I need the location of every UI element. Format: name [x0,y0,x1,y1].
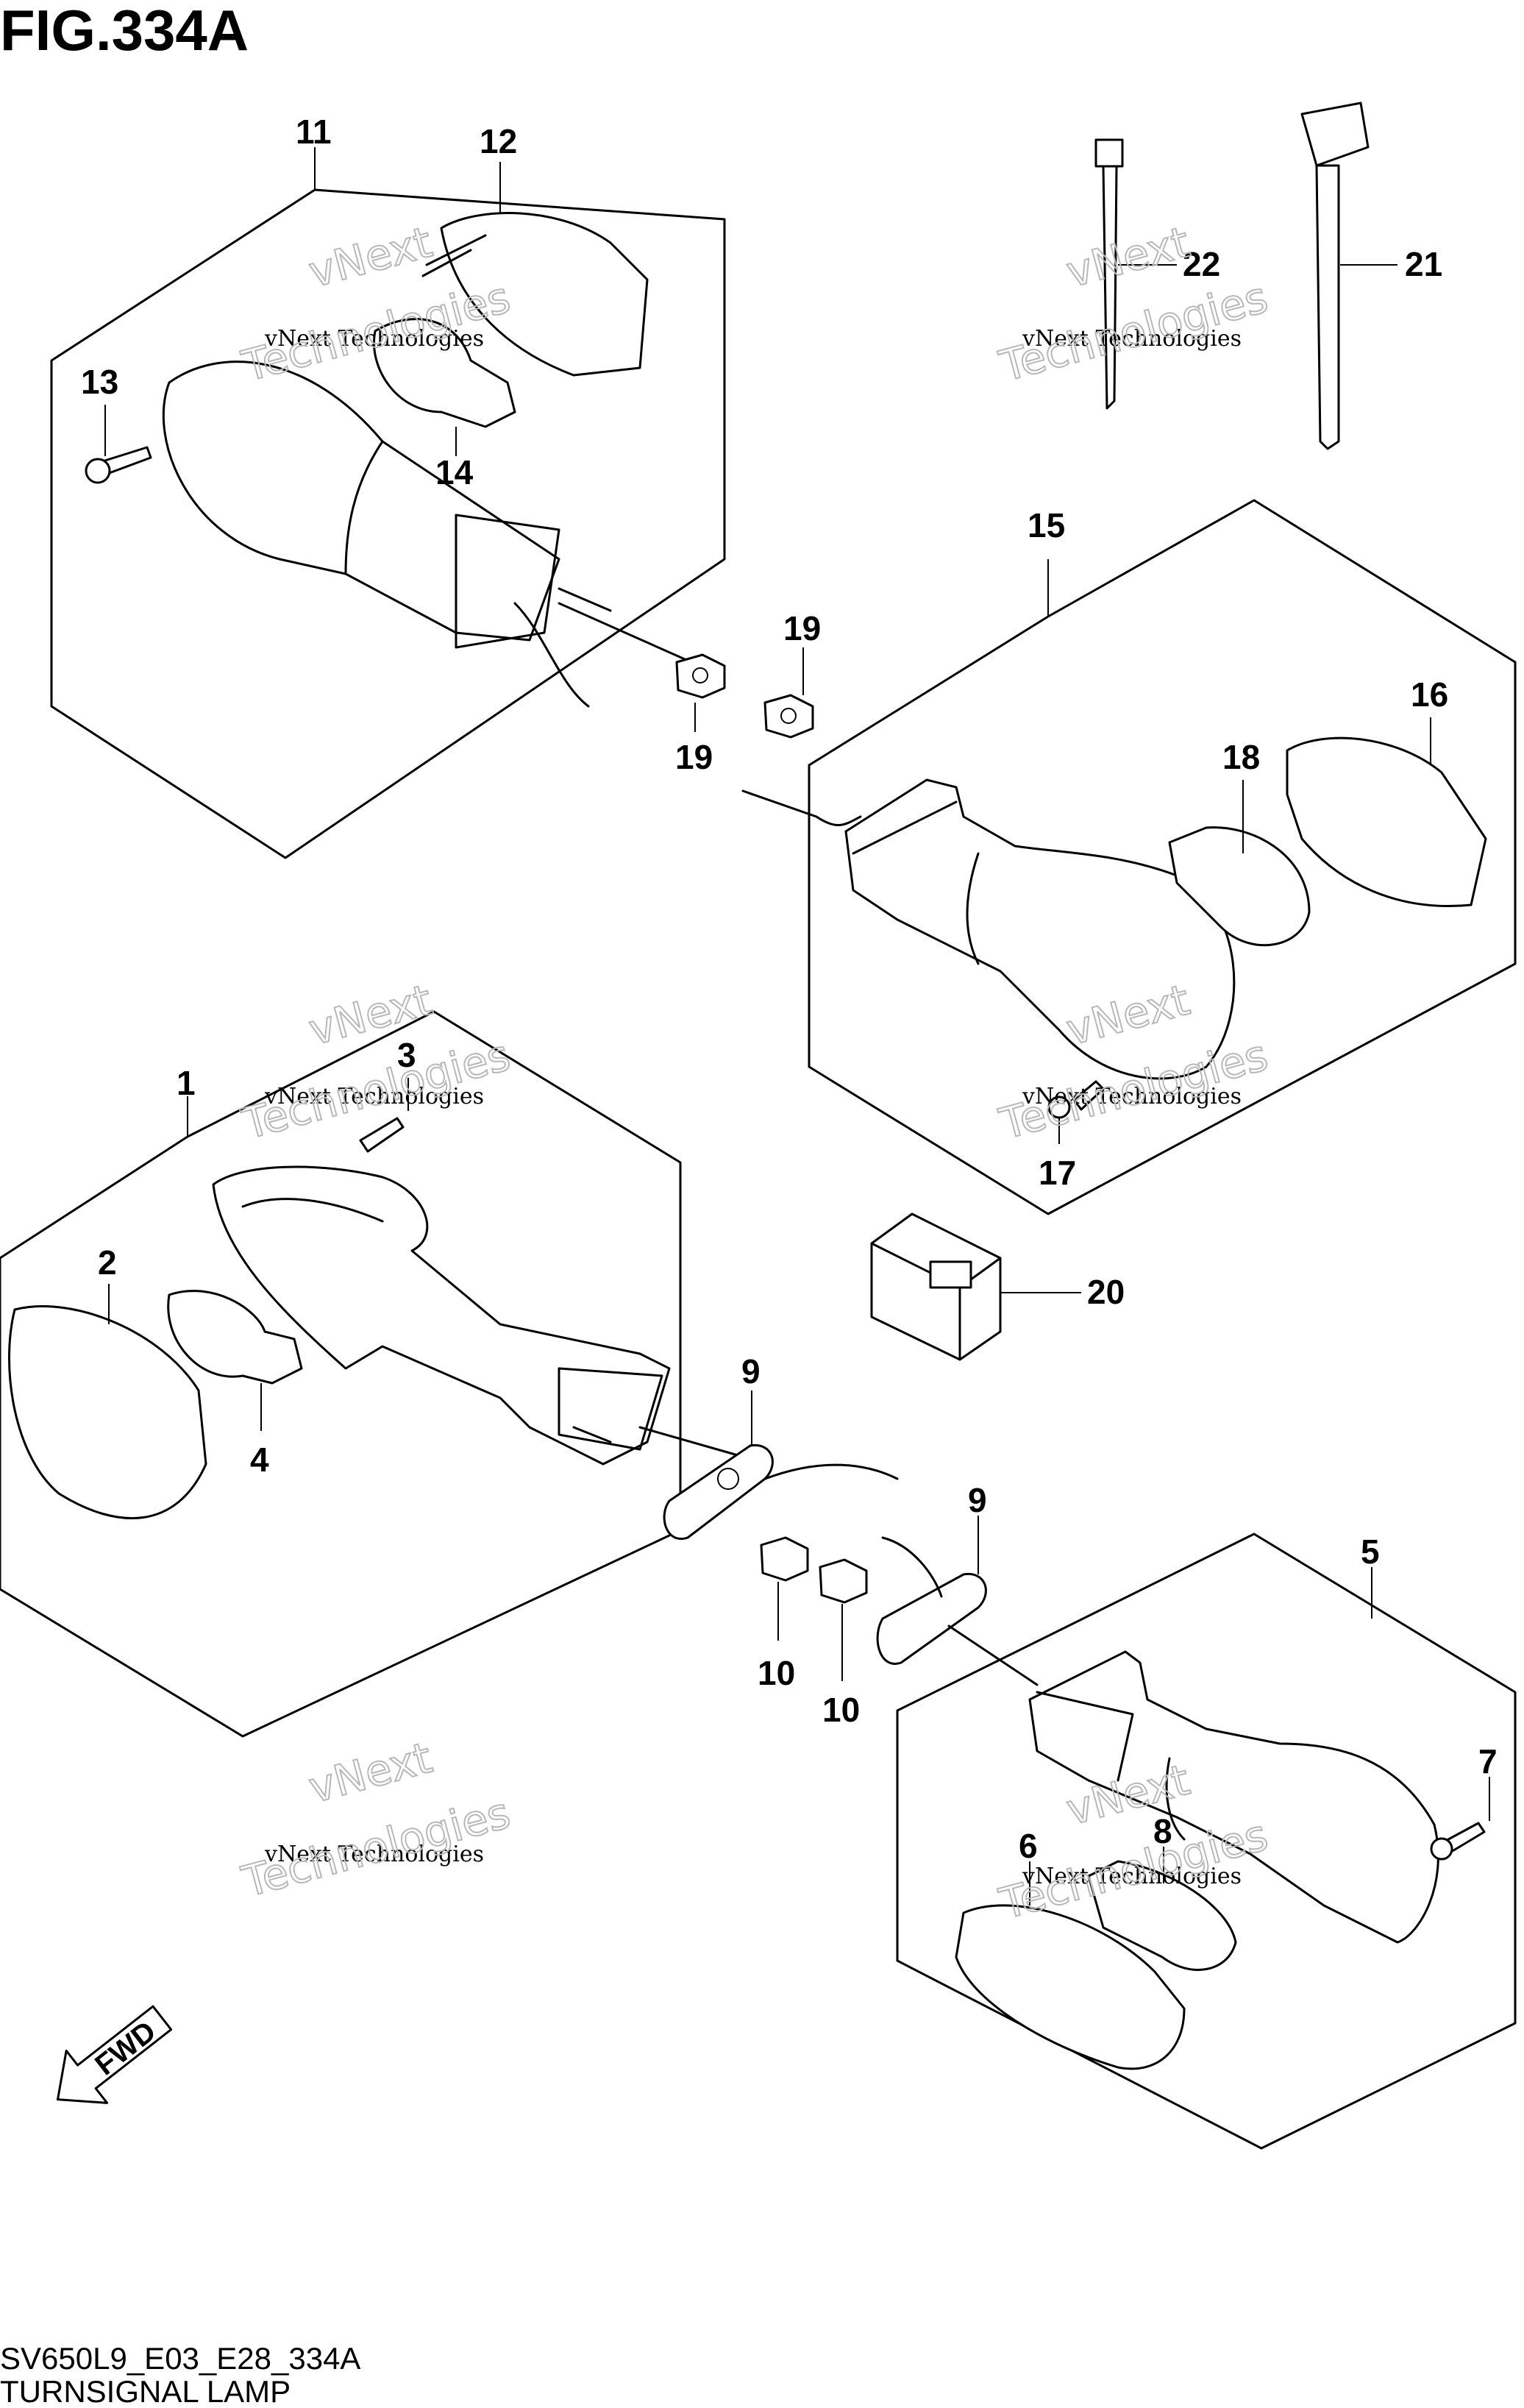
bulb-4[interactable] [167,1290,303,1385]
callout-11: 11 [296,113,332,151]
callout-1: 1 [177,1064,196,1102]
callout-22: 22 [1183,245,1220,283]
callout-20: 20 [1087,1273,1125,1311]
group-box-1 [0,1010,682,1738]
callout-12: 12 [480,122,517,160]
svg-text:vNext Technologies: vNext Technologies [1022,1084,1242,1109]
callout-10-right: 10 [822,1691,860,1729]
figure-code: SV650L9_E03_E28_334A [0,2341,360,2376]
lens-16[interactable] [1286,736,1487,908]
group-box-15 [808,499,1517,1215]
svg-text:vNext Technologies: vNext Technologies [264,1084,484,1109]
lens-12[interactable] [421,212,649,377]
callout-18: 18 [1222,738,1260,776]
turn-signal-lamp-1[interactable] [212,1165,744,1466]
watermark-bottom-left: vNext vNext Technologies Technologies [236,1732,516,1908]
svg-text:vNext Technologies: vNext Technologies [264,1841,484,1867]
callout-3: 3 [397,1036,416,1074]
cable-tie-22[interactable] [1094,138,1124,410]
callout-19-left: 19 [675,738,713,776]
callout-10-left: 10 [758,1654,795,1692]
svg-text:vNext: vNext [1061,217,1194,298]
svg-text:vNext Technologies: vNext Technologies [1022,326,1242,352]
callout-15: 15 [1028,506,1065,544]
svg-text:vNext Technologies: vNext Technologies [264,326,484,352]
callout-7: 7 [1478,1742,1498,1780]
nut-19-left[interactable] [675,653,726,699]
callout-8: 8 [1153,1812,1172,1850]
turn-signal-lamp-15[interactable] [741,778,1236,1080]
gasket-9-left[interactable] [663,1444,899,1541]
nut-10-right[interactable] [819,1558,868,1604]
lens-2[interactable] [8,1305,207,1520]
callout-16: 16 [1411,675,1448,714]
svg-text:vNext: vNext [304,1733,437,1814]
callout-13: 13 [81,363,118,401]
lens-6[interactable] [955,1904,1186,2070]
group-box-5 [896,1532,1517,2150]
callout-17: 17 [1039,1154,1076,1192]
turn-signal-relay-20[interactable] [870,1212,1002,1361]
screw-17[interactable] [1047,1080,1105,1119]
callout-21: 21 [1405,245,1442,283]
screw-3[interactable] [359,1117,405,1153]
callout-4: 4 [250,1441,269,1479]
nut-19-right[interactable] [763,694,814,739]
nut-10-left[interactable] [760,1536,809,1582]
bulb-8[interactable] [1087,1860,1237,1971]
callout-14: 14 [435,453,474,491]
svg-text:vNext: vNext [304,217,437,298]
screw-13[interactable] [85,446,152,484]
callout-6: 6 [1019,1827,1038,1865]
forward-direction-arrow: FWD [56,2005,173,2104]
cable-tie-21[interactable] [1300,102,1370,450]
gasket-9-right[interactable] [876,1536,987,1665]
callout-19-right: 19 [783,609,821,647]
callout-5: 5 [1361,1532,1380,1571]
figure-caption: TURNSIGNAL LAMP [0,2374,291,2408]
group-box-11 [50,188,726,859]
svg-text:vNext Technologies: vNext Technologies [1022,1864,1242,1889]
bulb-14[interactable] [373,318,516,428]
callout-9-right: 9 [968,1481,987,1519]
turn-signal-lamp-5[interactable] [947,1624,1439,1944]
turn-signal-lamp-11[interactable] [162,361,693,708]
watermark-top-right: vNext vNext Technologies Technologies [994,216,1273,392]
screw-7[interactable] [1430,1822,1486,1861]
callout-9-left: 9 [741,1352,761,1391]
callout-2: 2 [98,1243,117,1282]
figure-title: FIG.334A [0,0,249,63]
